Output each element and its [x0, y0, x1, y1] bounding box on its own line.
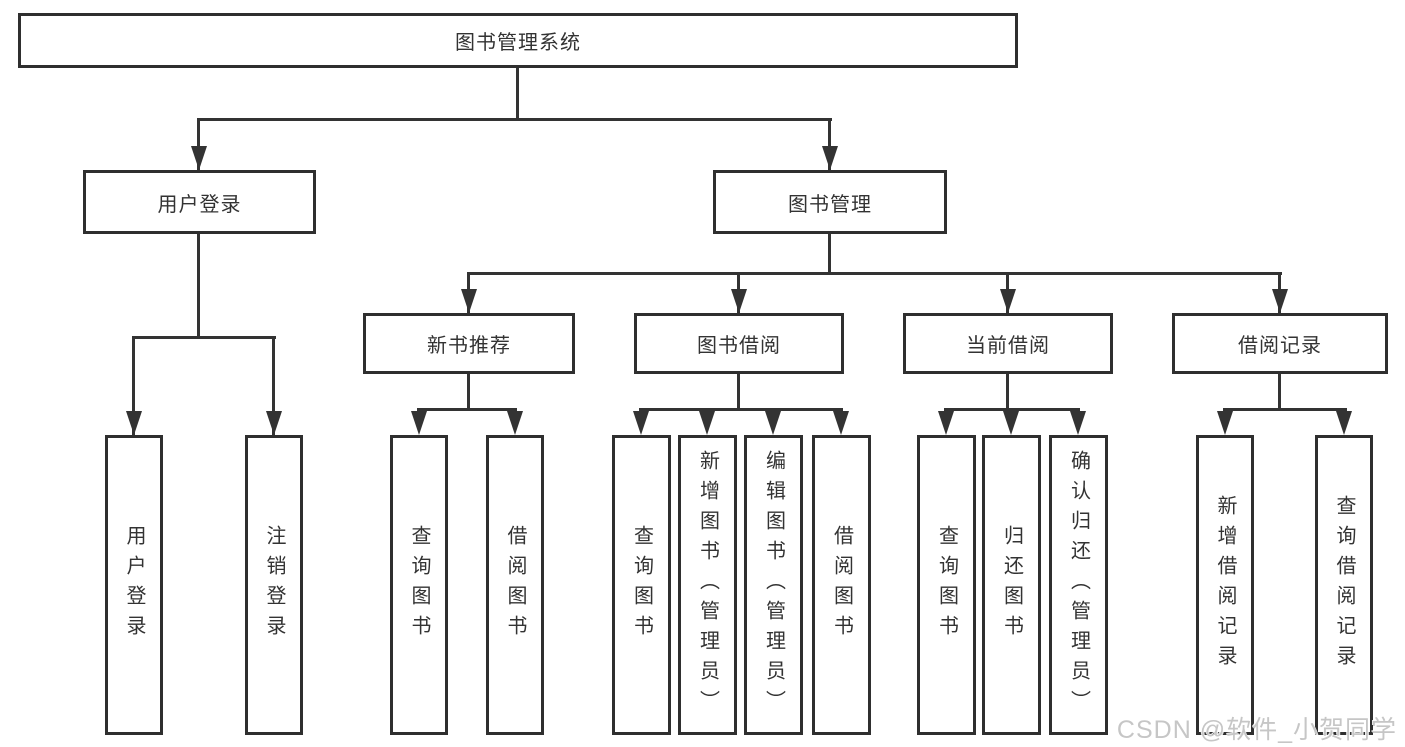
node-leaf-confirm-return: 确认归还（管理员） — [1049, 435, 1108, 735]
node-leaf-query-books-2-label: 查询图书 — [630, 525, 653, 645]
arrow-down-icon — [1217, 411, 1233, 435]
edge-user-login-rail — [132, 336, 276, 339]
edge-to-user-login — [197, 118, 200, 170]
arrow-down-icon — [833, 411, 849, 435]
node-new-book-recommend: 新书推荐 — [363, 313, 575, 374]
node-book-management-label: 图书管理 — [788, 193, 872, 216]
node-current-borrow: 当前借阅 — [903, 313, 1113, 374]
node-leaf-query-borrow-record-label: 查询借阅记录 — [1333, 495, 1355, 675]
node-leaf-borrow-books-1: 借阅图书 — [486, 435, 544, 735]
node-borrow-records: 借阅记录 — [1172, 313, 1388, 374]
arrow-down-icon — [938, 411, 954, 435]
arrow-down-icon — [1070, 411, 1086, 435]
edge-root-stem — [516, 68, 519, 118]
arrow-down-icon — [1336, 411, 1352, 435]
node-leaf-return-books: 归还图书 — [982, 435, 1041, 735]
node-root: 图书管理系统 — [18, 13, 1018, 68]
watermark: CSDN @软件_小贺同学 — [1116, 716, 1397, 744]
node-leaf-query-books-2: 查询图书 — [612, 435, 671, 735]
node-leaf-query-books-1: 查询图书 — [390, 435, 448, 735]
edge-user-login-stem — [197, 234, 200, 336]
arrow-down-icon — [191, 146, 207, 170]
edge-to-leaf-logout — [272, 336, 275, 435]
node-book-management: 图书管理 — [713, 170, 947, 234]
node-leaf-add-borrow-record: 新增借阅记录 — [1196, 435, 1254, 735]
node-user-login-label: 用户登录 — [157, 193, 242, 216]
node-borrow-records-label: 借阅记录 — [1238, 335, 1322, 357]
node-leaf-query-books-3-label: 查询图书 — [935, 525, 958, 645]
arrow-down-icon — [731, 289, 747, 313]
edge-level2-rail — [198, 118, 832, 121]
arrow-down-icon — [1000, 289, 1016, 313]
arrow-down-icon — [266, 411, 282, 435]
node-leaf-query-borrow-record: 查询借阅记录 — [1315, 435, 1373, 735]
edge-borrow-records-stem — [1278, 374, 1281, 408]
edge-borrow-records-rail — [1223, 408, 1347, 411]
edge-book-borrow-stem — [737, 374, 740, 408]
arrow-down-icon — [1003, 411, 1019, 435]
arrow-down-icon — [411, 411, 427, 435]
node-leaf-confirm-return-label: 确认归还（管理员） — [1067, 450, 1090, 720]
node-leaf-edit-books: 编辑图书（管理员） — [744, 435, 803, 735]
edge-new-book-recommend-stem — [467, 374, 470, 408]
node-leaf-user-login-label: 用户登录 — [123, 525, 145, 645]
node-user-login: 用户登录 — [83, 170, 316, 234]
node-leaf-borrow-books-2-label: 借阅图书 — [830, 525, 853, 645]
edge-current-borrow-rail — [944, 408, 1080, 411]
node-current-borrow-label: 当前借阅 — [966, 335, 1050, 357]
edge-book-borrow-rail — [639, 408, 843, 411]
edge-book-management-stem — [828, 234, 831, 272]
node-root-label: 图书管理系统 — [455, 32, 581, 54]
arrow-down-icon — [633, 411, 649, 435]
edge-to-book-management — [828, 118, 831, 170]
node-leaf-logout: 注销登录 — [245, 435, 303, 735]
node-leaf-query-books-3: 查询图书 — [917, 435, 976, 735]
node-leaf-borrow-books-2: 借阅图书 — [812, 435, 871, 735]
node-leaf-add-borrow-record-label: 新增借阅记录 — [1214, 495, 1236, 675]
arrow-down-icon — [461, 289, 477, 313]
edge-to-leaf-user-login — [132, 336, 135, 435]
edge-level3-rail — [467, 272, 1282, 275]
edge-new-book-recommend-rail — [417, 408, 517, 411]
node-leaf-edit-books-label: 编辑图书（管理员） — [762, 450, 785, 720]
node-leaf-query-books-1-label: 查询图书 — [408, 525, 430, 645]
edge-current-borrow-stem — [1006, 374, 1009, 408]
node-leaf-return-books-label: 归还图书 — [1000, 525, 1023, 645]
arrow-down-icon — [1272, 289, 1288, 313]
arrow-down-icon — [126, 411, 142, 435]
node-book-borrow: 图书借阅 — [634, 313, 844, 374]
arrow-down-icon — [765, 411, 781, 435]
node-leaf-logout-label: 注销登录 — [263, 525, 285, 645]
arrow-down-icon — [699, 411, 715, 435]
node-book-borrow-label: 图书借阅 — [697, 335, 781, 357]
node-leaf-user-login: 用户登录 — [105, 435, 163, 735]
node-leaf-borrow-books-1-label: 借阅图书 — [504, 525, 526, 645]
arrow-down-icon — [507, 411, 523, 435]
arrow-down-icon — [822, 146, 838, 170]
node-leaf-add-books: 新增图书（管理员） — [678, 435, 737, 735]
node-leaf-add-books-label: 新增图书（管理员） — [696, 450, 719, 720]
node-new-book-recommend-label: 新书推荐 — [427, 335, 511, 357]
